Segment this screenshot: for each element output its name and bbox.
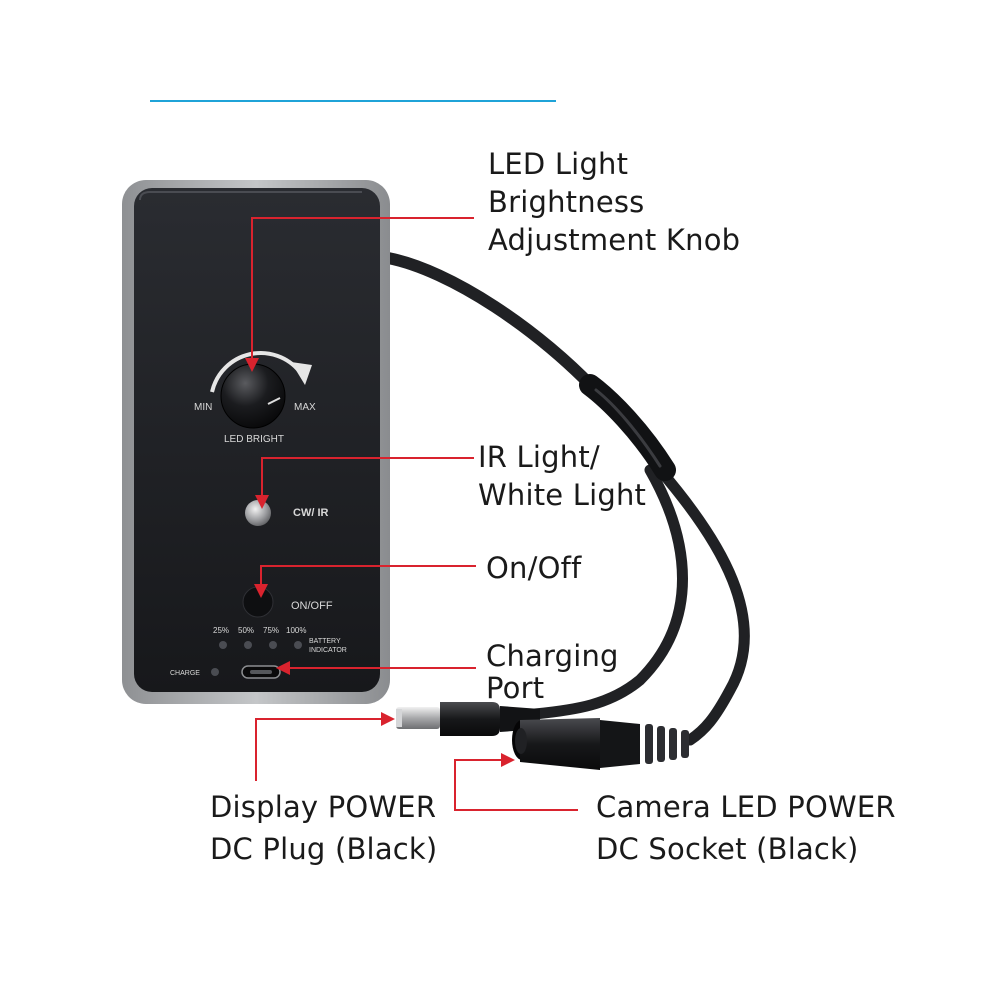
callout-on-off-line1: On/Off	[486, 551, 582, 585]
knob-min-label: MIN	[194, 402, 212, 413]
callout-ir-white-line1: IR Light/	[478, 440, 600, 474]
battery-led-75	[269, 641, 277, 649]
leader-ir-white	[261, 457, 474, 497]
arrowhead-camera-socket-icon	[501, 753, 515, 767]
callout-brightness-line3: Adjustment Knob	[488, 223, 741, 257]
battery-level-25: 25%	[213, 626, 229, 635]
callout-on-off: On/Off	[486, 549, 581, 587]
callout-brightness-line1: LED Light	[488, 147, 629, 181]
callout-ir-white: IR Light/ White Light	[478, 438, 646, 514]
main-cable	[382, 252, 606, 401]
charge-led	[211, 668, 219, 676]
callout-camera-socket: Camera LED POWER DC Socket (Black)	[596, 786, 896, 870]
leader-brightness	[251, 217, 474, 360]
camera-dc-socket	[512, 718, 689, 770]
battery-label-line2: INDICATOR	[309, 647, 347, 654]
battery-level-100: 100%	[286, 626, 306, 635]
arrowhead-display-plug-icon	[381, 712, 395, 726]
cable-assembly	[382, 252, 750, 746]
callout-charging-line2: Port	[486, 671, 545, 705]
knob-max-label: MAX	[294, 402, 316, 413]
callout-ir-white-line2: White Light	[478, 478, 647, 512]
battery-led-100	[294, 641, 302, 649]
arrowhead-on-off-icon	[254, 584, 268, 598]
arrowhead-ir-white-icon	[255, 495, 269, 509]
leader-camera-socket	[454, 759, 578, 811]
battery-label-line1: BATTERY	[309, 638, 341, 645]
leader-on-off	[260, 565, 476, 586]
callout-leaders	[251, 217, 578, 811]
battery-leds	[211, 641, 302, 676]
brightness-arc-icon	[210, 351, 302, 393]
ir-white-button[interactable]	[245, 500, 271, 526]
callout-brightness-knob: LED Light Brightness Adjustment Knob	[488, 145, 740, 259]
battery-led-50	[244, 641, 252, 649]
knob-label: LED BRIGHT	[224, 434, 284, 445]
power-label: ON/OFF	[291, 600, 333, 612]
arrowhead-brightness-icon	[245, 358, 259, 372]
callout-display-line1: Display POWER	[210, 790, 437, 824]
arrowhead-charging-icon	[276, 661, 290, 675]
branch-cable-to-socket	[654, 464, 750, 746]
leader-display-plug	[255, 718, 383, 781]
callout-display-line2: DC Plug (Black)	[210, 832, 438, 866]
arc-arrowhead-icon	[291, 362, 312, 385]
battery-led-25	[219, 641, 227, 649]
brightness-knob[interactable]	[220, 363, 286, 429]
callout-charging-port: Charging Port	[486, 640, 619, 704]
callout-brightness-line2: Brightness	[488, 185, 645, 219]
charge-label: CHARGE	[170, 670, 200, 677]
branch-cable-to-plug	[529, 464, 688, 720]
callout-charging-line1: Charging	[486, 639, 619, 673]
callout-camera-line2: DC Socket (Black)	[596, 832, 859, 866]
knob-indicator-icon	[267, 397, 281, 405]
mode-label: CW/ IR	[293, 507, 328, 519]
callout-camera-line1: Camera LED POWER	[596, 790, 896, 824]
callout-display-plug: Display POWER DC Plug (Black)	[210, 786, 437, 870]
battery-level-75: 75%	[263, 626, 279, 635]
battery-level-50: 50%	[238, 626, 254, 635]
callout-arrowheads	[245, 358, 515, 767]
